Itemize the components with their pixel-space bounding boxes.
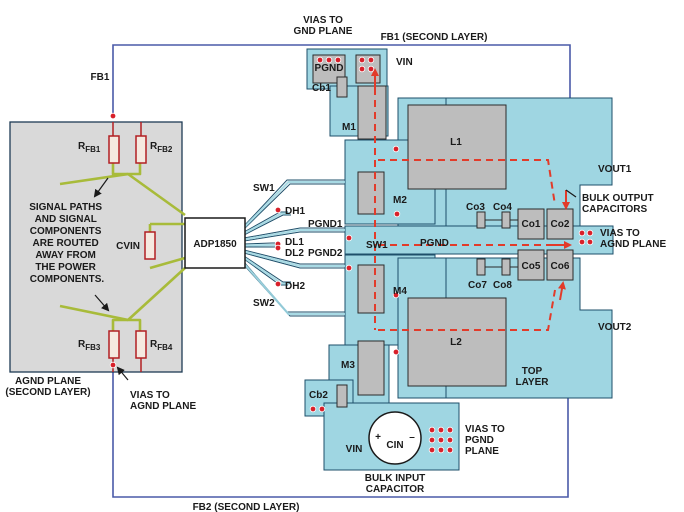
label-cin-plus: + — [375, 432, 381, 443]
label-cb2: Cb2 — [309, 390, 328, 401]
label-fb1: FB1 — [91, 72, 110, 83]
label-rfb1: RFB1 — [78, 141, 101, 154]
label-rfb3: RFB3 — [78, 339, 101, 352]
current-arrows — [371, 68, 572, 301]
label-pgnd-mid: PGND — [420, 238, 449, 249]
co6-cap — [546, 249, 574, 281]
label-fb1-second-layer: FB1 (SECOND LAYER) — [381, 32, 488, 43]
current-paths — [374, 100, 556, 331]
co7-cap — [476, 258, 486, 276]
label-pgnd-top: PGND — [315, 63, 344, 74]
pointer-arrows — [93, 177, 577, 381]
label-co5: Co5 — [522, 261, 541, 272]
label-sw2-left: SW2 — [253, 298, 275, 309]
signal-traces — [59, 163, 186, 331]
m4-fet — [357, 264, 385, 314]
label-vout2: VOUT2 — [598, 322, 632, 333]
label-co7: Co7 — [468, 280, 487, 291]
label-dl2: DL2 — [285, 248, 304, 259]
label-sw1-mid: SW1 — [366, 240, 388, 251]
cvin-capacitor — [144, 231, 156, 260]
label-sw1-left: SW1 — [253, 183, 275, 194]
label-l1: L1 — [450, 137, 462, 148]
m2-fet — [357, 171, 385, 215]
co1-cap — [517, 208, 545, 240]
cb2-cap — [336, 384, 348, 408]
l2-inductor — [407, 297, 507, 387]
label-cin: CIN — [386, 440, 403, 451]
label-co3: Co3 — [466, 202, 485, 213]
rfb4-resistor — [135, 330, 147, 359]
label-vout1: VOUT1 — [598, 164, 632, 175]
power-components — [312, 54, 574, 408]
rfb3-resistor — [108, 330, 120, 359]
label-cb1: Cb1 — [312, 83, 331, 94]
label-dh2: DH2 — [285, 281, 305, 292]
label-rfb2: RFB2 — [150, 141, 173, 154]
label-pgnd2: PGND2 — [308, 248, 343, 259]
label-m1: M1 — [342, 122, 356, 133]
label-vin-bottom: VIN — [346, 444, 363, 455]
l1-inductor — [407, 104, 507, 190]
label-fb2-second-layer: FB2 (SECOND LAYER) — [193, 502, 300, 512]
adp1850-chip — [184, 217, 246, 269]
cb1-cap — [336, 76, 348, 98]
cin-capacitor — [368, 411, 422, 465]
label-cvin: CVIN — [116, 241, 140, 252]
label-vin-top: VIN — [396, 57, 413, 68]
rfb2-resistor — [135, 135, 147, 164]
label-l2: L2 — [450, 337, 462, 348]
label-dh1: DH1 — [285, 206, 305, 217]
co3-cap — [476, 211, 486, 229]
co4-cap — [501, 211, 511, 229]
label-signal-note: SIGNAL PATHS AND SIGNAL COMPONENTS ARE R… — [29, 202, 105, 285]
label-co8: Co8 — [493, 280, 512, 291]
co8-cap — [501, 258, 511, 276]
label-co1: Co1 — [522, 219, 541, 230]
rfb1-resistor — [108, 135, 120, 164]
gate-traces-fill — [243, 180, 345, 316]
label-adp1850: ADP1850 — [193, 239, 237, 250]
label-m4: M4 — [393, 286, 407, 297]
co2-cap — [546, 208, 574, 240]
m3-fet — [357, 340, 385, 396]
label-m2: M2 — [393, 195, 407, 206]
vias — [109, 56, 594, 454]
label-agnd-plane: AGND PLANE(SECOND LAYER) — [5, 376, 90, 398]
label-rfb4: RFB4 — [150, 339, 173, 352]
label-co4: Co4 — [493, 202, 512, 213]
co5-cap — [517, 249, 545, 281]
label-co2: Co2 — [551, 219, 570, 230]
label-cin-minus: – — [409, 432, 415, 443]
label-co6: Co6 — [551, 261, 570, 272]
m1-fet — [357, 85, 387, 140]
label-m3: M3 — [341, 360, 355, 371]
label-pgnd1: PGND1 — [308, 219, 343, 230]
label-dl1: DL1 — [285, 237, 304, 248]
